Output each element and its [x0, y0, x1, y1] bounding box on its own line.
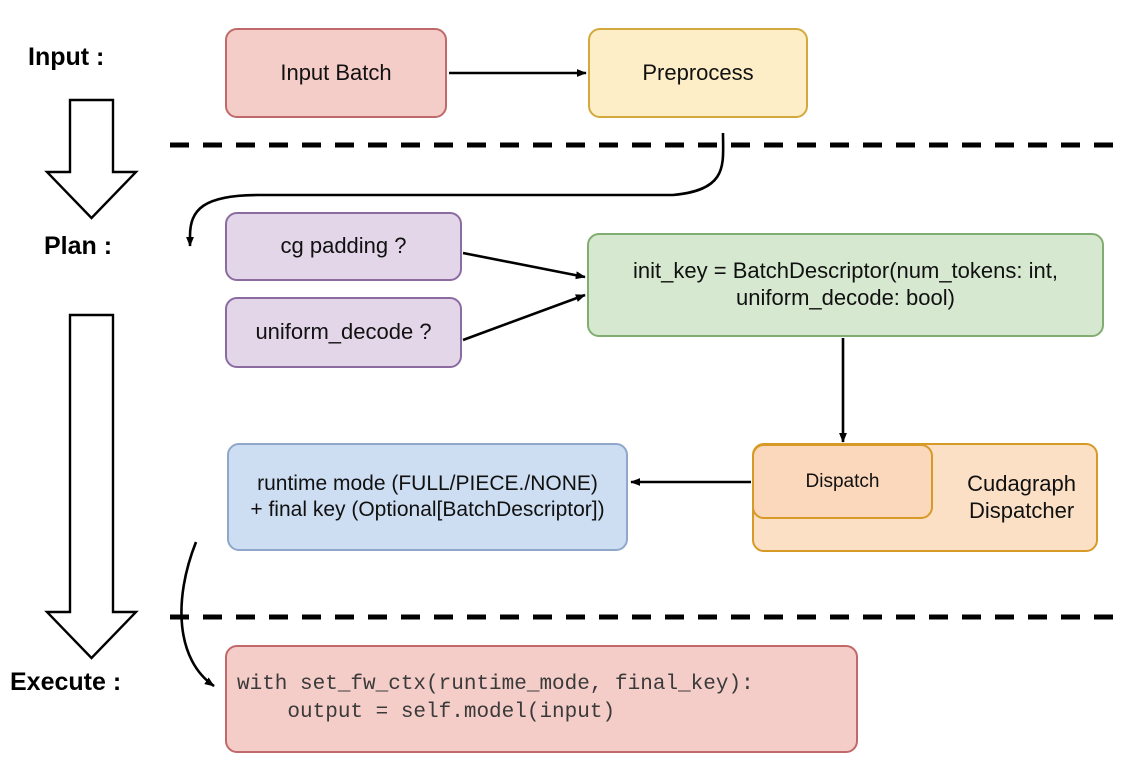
node-uniform-decode-label: uniform_decode ? — [255, 319, 432, 345]
node-cudagraph-dispatcher-text: Cudagraph Dispatcher — [967, 471, 1076, 525]
node-init-key-line2: uniform_decode: bool) — [736, 285, 955, 310]
node-uniform-decode[interactable]: uniform_decode ? — [225, 297, 462, 368]
node-runtime-mode-line1: runtime mode (FULL/PIECE./NONE) — [257, 472, 598, 496]
node-execute-code[interactable]: with set_fw_ctx(runtime_mode, final_key)… — [225, 645, 858, 753]
node-init-key-text: init_key = BatchDescriptor(num_tokens: i… — [633, 258, 1058, 312]
node-execute-code-line2: output = self.model(input) — [237, 701, 616, 724]
stage-label-execute: Execute : — [10, 668, 122, 696]
node-execute-code-text: with set_fw_ctx(runtime_mode, final_key)… — [237, 671, 754, 728]
node-input-batch-label: Input Batch — [280, 59, 392, 85]
node-execute-code-line1: with set_fw_ctx(runtime_mode, final_key)… — [237, 672, 754, 696]
node-preprocess-label: Preprocess — [642, 59, 754, 85]
node-init-key-line1: init_key = BatchDescriptor(num_tokens: i… — [633, 258, 1058, 284]
node-cudagraph-dispatcher-line1: Cudagraph — [967, 470, 1076, 496]
stage-label-plan: Plan : — [44, 232, 113, 260]
node-dispatch[interactable]: Dispatch — [752, 444, 933, 519]
node-cudagraph-dispatcher-line2: Dispatcher — [968, 497, 1075, 523]
node-runtime-mode-text: runtime mode (FULL/PIECE./NONE) + final … — [250, 471, 604, 522]
node-runtime-mode-line2: + final key (Optional[BatchDescriptor]) — [250, 498, 605, 521]
node-input-batch[interactable]: Input Batch — [225, 28, 447, 118]
node-cg-padding[interactable]: cg padding ? — [225, 212, 462, 281]
node-preprocess[interactable]: Preprocess — [588, 28, 808, 118]
connector-cg-padding-to-init-key — [462, 251, 586, 280]
block-arrow-plan-to-execute — [44, 313, 139, 660]
node-init-key[interactable]: init_key = BatchDescriptor(num_tokens: i… — [587, 233, 1104, 337]
connector-runtime-mode-to-execute-code — [180, 541, 215, 688]
node-cg-padding-label: cg padding ? — [280, 233, 407, 259]
node-dispatch-label: Dispatch — [805, 470, 880, 492]
connector-uniform-decode-to-init-key — [462, 293, 586, 342]
block-arrow-input-to-plan — [44, 98, 139, 220]
stage-label-input: Input : — [28, 43, 105, 71]
node-runtime-mode[interactable]: runtime mode (FULL/PIECE./NONE) + final … — [227, 443, 628, 551]
